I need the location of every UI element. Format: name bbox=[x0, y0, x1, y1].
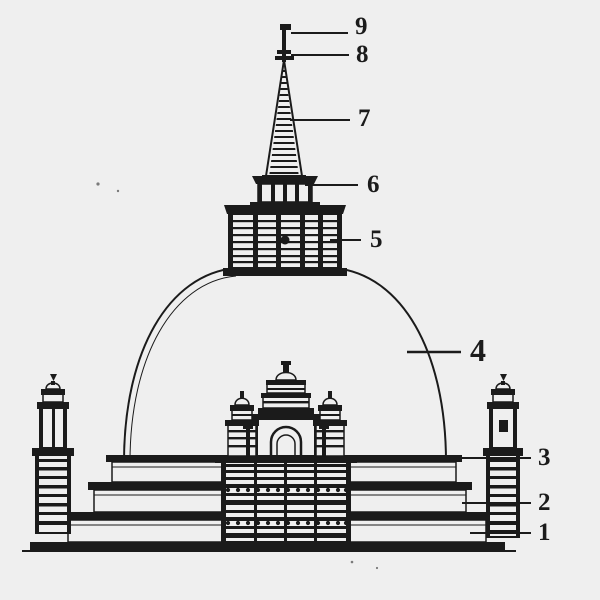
flank-left-body bbox=[227, 424, 257, 457]
left-pillar-abacus bbox=[37, 402, 69, 409]
shrine-tower-cornice bbox=[258, 408, 314, 414]
right-stone-pillar bbox=[483, 374, 523, 538]
right-pillar-neck bbox=[492, 393, 514, 403]
harmika-group bbox=[223, 205, 347, 276]
right-pillar-courses bbox=[487, 455, 519, 537]
part-label-5: 5 bbox=[370, 226, 383, 253]
flank-tower-left bbox=[225, 391, 259, 457]
left-pillar-courses bbox=[36, 455, 70, 533]
leader-lines bbox=[290, 32, 531, 534]
harmika-base-plinth bbox=[223, 268, 347, 276]
flank-right-finial bbox=[328, 391, 332, 398]
right-pillar-finial bbox=[500, 374, 507, 381]
bead-frieze-upper bbox=[225, 487, 349, 493]
harmika-pilasters bbox=[229, 214, 341, 268]
flank-right-cornice bbox=[313, 420, 347, 426]
colonnade-base bbox=[250, 202, 320, 208]
flank-left-dome bbox=[234, 397, 250, 406]
flank-left-cornice bbox=[225, 420, 259, 426]
shrine-arch-inner bbox=[276, 434, 296, 456]
spire-rings bbox=[268, 70, 300, 174]
part-label-7: 7 bbox=[358, 105, 371, 132]
flank-left-band2 bbox=[230, 405, 254, 411]
flank-tower-right bbox=[313, 391, 347, 457]
shrine-tower-finial bbox=[283, 364, 289, 373]
flank-right-body bbox=[315, 424, 345, 457]
shrine-tower-tip bbox=[281, 361, 291, 365]
shrine-tower-band4 bbox=[266, 380, 306, 385]
shrine-lintel bbox=[250, 414, 322, 420]
left-pillar-neck-cap bbox=[41, 389, 65, 395]
left-pillar-finial bbox=[50, 374, 57, 381]
left-stone-pillar bbox=[32, 374, 74, 534]
right-pillar-medallion bbox=[499, 420, 508, 432]
part-label-9: 9 bbox=[355, 13, 368, 40]
finial-collar bbox=[277, 50, 291, 54]
part-label-8: 8 bbox=[356, 41, 369, 68]
part-label-6: 6 bbox=[367, 171, 380, 198]
part-label-3: 3 bbox=[538, 444, 551, 471]
right-pillar-neck-cap bbox=[491, 389, 515, 395]
flank-left-finial bbox=[240, 391, 244, 398]
right-pillar-capital bbox=[483, 448, 523, 456]
colonnade-abacus bbox=[252, 176, 318, 184]
shrine-arch bbox=[269, 425, 303, 456]
finial-group bbox=[275, 24, 294, 62]
right-pillar-abacus bbox=[487, 402, 519, 409]
central-frontispiece bbox=[215, 361, 357, 547]
flank-right-band2 bbox=[318, 405, 342, 411]
frontispiece-cornice bbox=[215, 455, 357, 463]
dome-inner-hairline bbox=[129, 275, 237, 463]
shrine-tower-band2 bbox=[261, 393, 311, 398]
part-label-4: 4 bbox=[470, 332, 486, 368]
left-pillar-neck bbox=[42, 393, 64, 403]
finial-collar-lower bbox=[275, 56, 294, 60]
part-label-2: 2 bbox=[538, 489, 551, 516]
part-label-1: 1 bbox=[538, 519, 551, 546]
left-pillar-capital bbox=[32, 448, 74, 456]
pinnacle-tip bbox=[280, 24, 291, 30]
flank-right-dome bbox=[322, 397, 338, 406]
shrine-tower-dome bbox=[275, 371, 297, 381]
finial-shaft bbox=[282, 28, 286, 62]
scan-speckles bbox=[96, 182, 379, 570]
shrine-body bbox=[252, 417, 320, 457]
shrine-side-pilasters bbox=[243, 424, 329, 456]
frontispiece-courses bbox=[222, 462, 350, 546]
bead-frieze-lower bbox=[225, 520, 349, 526]
spire-group bbox=[262, 59, 306, 177]
colonnade-group bbox=[250, 176, 320, 208]
